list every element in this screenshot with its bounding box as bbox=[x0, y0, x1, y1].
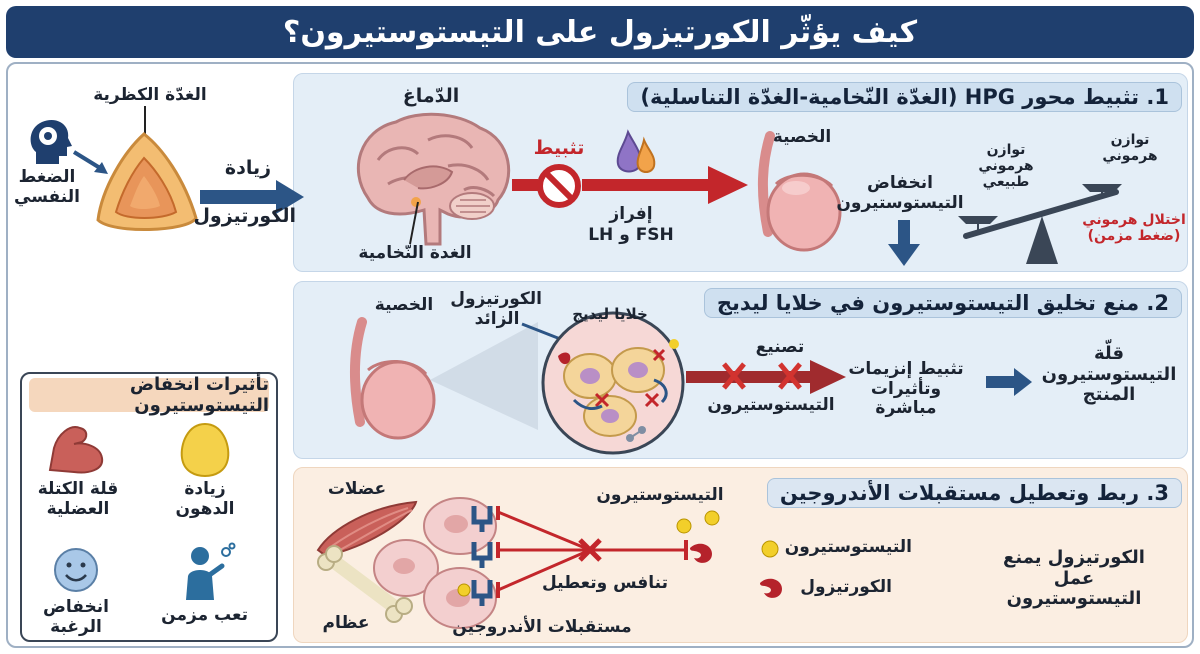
compete-lines bbox=[496, 506, 688, 598]
hormone-drops-icon bbox=[616, 129, 656, 173]
testis-label-1: الخصية bbox=[772, 127, 832, 147]
enzyme-inhibit-label: تثبيط إنزيمات وتأثيرات مباشرة bbox=[848, 359, 964, 419]
stress-head-icon bbox=[30, 119, 72, 164]
stress-arrow bbox=[72, 150, 108, 174]
cortisol-molecule bbox=[690, 543, 712, 563]
brain-icon bbox=[356, 112, 511, 246]
low-t-label: انخفاض التيستوستيرون bbox=[836, 173, 964, 213]
cortisol-label: الكورتيزول bbox=[193, 205, 296, 227]
stress-label: الضغط النفسي bbox=[14, 167, 80, 207]
adrenal-label: الغدّة الكظرية bbox=[93, 85, 207, 105]
conclusion-label: الكورتيزول يمنع عمل التيستوستيرون bbox=[1003, 547, 1145, 610]
fat-icon bbox=[180, 422, 230, 478]
libido-label: انخفاض الرغبة bbox=[43, 597, 109, 637]
pituitary-label: الغدة النّخامية bbox=[358, 243, 472, 263]
testis-label-2: الخصية bbox=[374, 295, 434, 315]
pituitary-pointer bbox=[409, 201, 419, 245]
inhibition-arrow bbox=[512, 166, 748, 204]
legend-t-label: التيستوستيرون bbox=[784, 537, 912, 557]
panel2-title: 2. منع تخليق التيستوستيرون في خلايا ليدي… bbox=[703, 288, 1182, 318]
fatigue-person-icon bbox=[186, 542, 236, 600]
increase-label: زيادة bbox=[224, 157, 272, 179]
legend-c-shape bbox=[760, 578, 782, 598]
panel1-title: 1. تثبيط محور HPG (الغدّة النّخامية-الغد… bbox=[627, 82, 1182, 112]
synthesis-label: تصنيع bbox=[755, 337, 805, 357]
less-t-label: قلّة التيستوستيرون المنتج bbox=[1041, 343, 1177, 406]
smiley-icon bbox=[54, 548, 98, 592]
muscles-label: عضلات bbox=[327, 479, 387, 499]
legend-c-label: الكورتيزول bbox=[800, 577, 892, 597]
hormones-label: FSH و LH bbox=[588, 225, 674, 245]
panel3-title: 3. ربط وتعطيل مستقبلات الأندروجين bbox=[766, 478, 1182, 508]
excess-cortisol-label: الكورتيزول الزائد bbox=[450, 289, 542, 329]
leydig-label: خلايا ليديج bbox=[572, 305, 648, 323]
testis-icon-2 bbox=[349, 317, 436, 440]
muscle-icon bbox=[316, 500, 418, 558]
imbalance-label: اختلال هرموني (ضغط مزمن) bbox=[1082, 212, 1186, 245]
testis-icon-1 bbox=[757, 131, 842, 252]
effects-box bbox=[20, 372, 278, 642]
bones-label: عظام bbox=[322, 613, 370, 633]
balance-label: توازن هرموني bbox=[1102, 132, 1158, 165]
legend-t-dot bbox=[761, 540, 779, 558]
fat-label: زيادة الدهون bbox=[175, 479, 235, 519]
muscle-arm-icon bbox=[48, 426, 104, 474]
balance-scale-icon bbox=[958, 184, 1122, 264]
release-label: إفراز bbox=[609, 204, 653, 224]
brain-label: الدّماغ bbox=[402, 85, 460, 107]
inhibition-label: تثبيط bbox=[533, 137, 585, 159]
testosterone-molecules bbox=[676, 510, 720, 534]
page-title: كيف يؤثّر الكورتيزول على التيستوستيرون؟ bbox=[6, 6, 1194, 58]
receptors-label: مستقبلات الأندروجين bbox=[452, 617, 632, 637]
testosterone-top-label: التيستوستيرون bbox=[596, 485, 724, 505]
bone-icon bbox=[317, 545, 413, 623]
natural-balance-label: توازن هرموني طبيعي bbox=[978, 142, 1034, 191]
adrenal-gland-icon bbox=[96, 132, 198, 232]
increase-arrow bbox=[200, 180, 304, 214]
compete-label: تنافس وتعطيل bbox=[541, 573, 668, 593]
leydig-cells-circle bbox=[541, 311, 685, 455]
muscle-label: قلة الكتلة العضلية bbox=[37, 479, 119, 519]
inhibit-icon bbox=[537, 164, 581, 208]
low-t-arrow bbox=[888, 220, 920, 266]
less-t-arrow bbox=[986, 368, 1032, 396]
target-cells bbox=[373, 497, 497, 629]
magnify-cone bbox=[430, 322, 538, 430]
effects-title: تأثيرات انخفاض التيستوستيرون bbox=[29, 374, 269, 416]
synthesis-testosterone-label: التيستوستيرون bbox=[707, 395, 835, 415]
synthesis-arrow bbox=[686, 360, 846, 394]
receptors bbox=[471, 506, 493, 606]
fatigue-label: تعب مزمن bbox=[161, 605, 248, 625]
